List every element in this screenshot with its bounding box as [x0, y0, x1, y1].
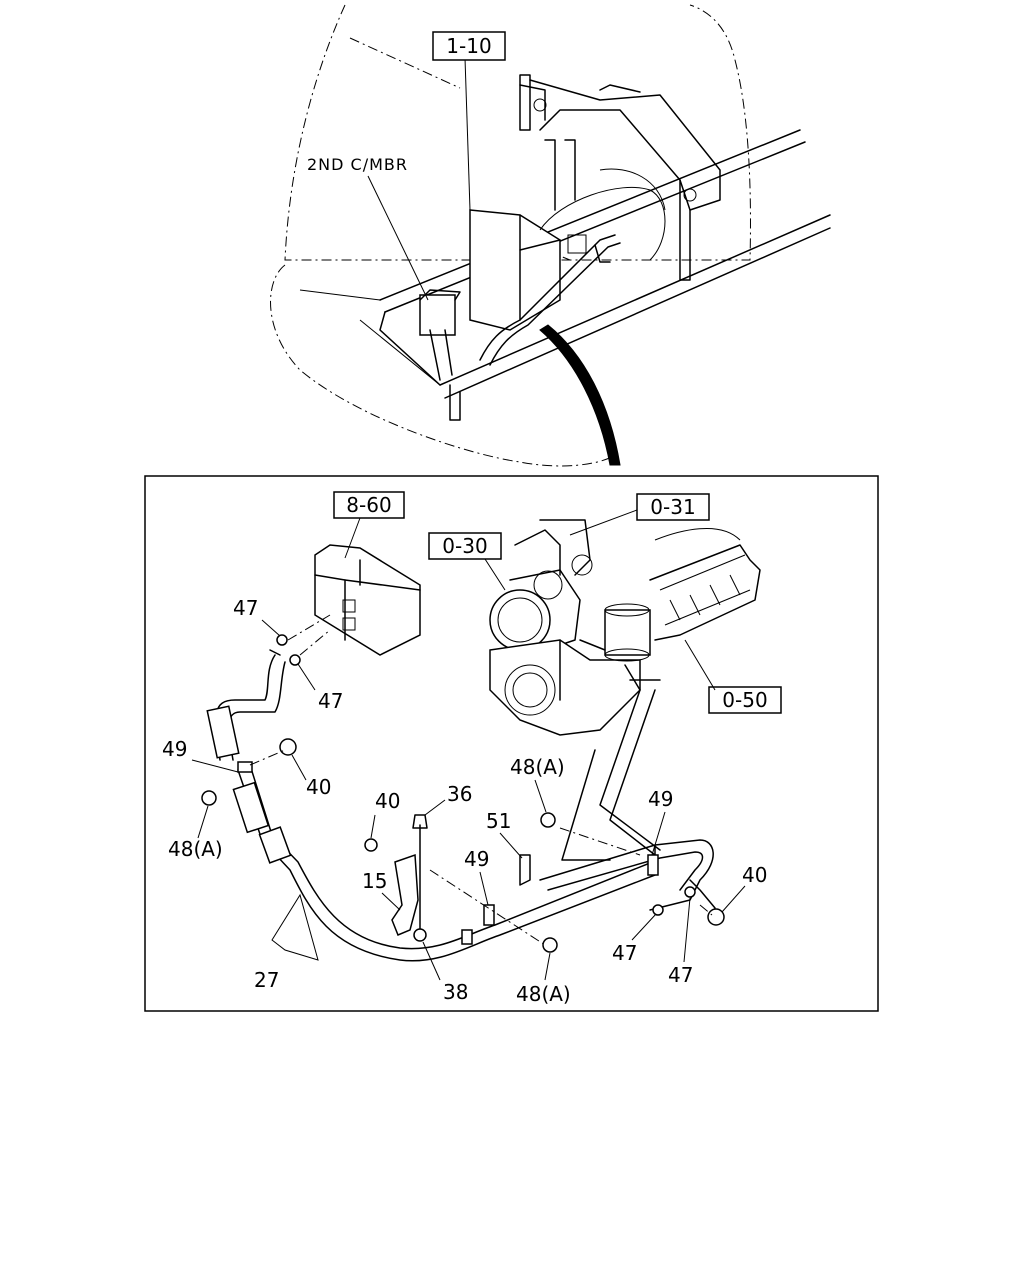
ref-box-1-10	[432, 31, 506, 61]
ref-label-2nd-cmbr: 2ND C/MBR	[307, 155, 408, 174]
part-label: 27	[254, 968, 279, 992]
part-label: 40	[375, 789, 400, 813]
cab-outline	[284, 4, 751, 261]
hose-joint	[237, 761, 253, 773]
ref-label-0-30: 0-30	[442, 534, 487, 558]
part-label: 48(A)	[516, 982, 571, 1006]
clip	[483, 904, 495, 926]
engine	[489, 519, 761, 736]
part-label: 47	[668, 963, 693, 987]
ref-label-1-10: 1-10	[446, 34, 491, 58]
part-label: 48(A)	[510, 755, 565, 779]
heater-unit	[314, 544, 421, 656]
leader	[484, 558, 506, 591]
ref-label-0-31: 0-31	[650, 495, 695, 519]
part-label: 15	[362, 869, 387, 893]
part-label: 47	[612, 941, 637, 965]
part-label: 49	[464, 847, 489, 871]
part-label: 47	[233, 596, 258, 620]
mounting-bracket	[364, 812, 641, 953]
clip	[461, 929, 473, 945]
ref-box-8-60	[333, 491, 405, 519]
part-label: 40	[306, 775, 331, 799]
nut-40	[707, 908, 725, 926]
leader	[464, 57, 471, 211]
ref-label-8-60: 8-60	[346, 493, 391, 517]
vehicle-overview: 1-10 2ND C/MBR	[270, 4, 831, 467]
part-label: 38	[443, 980, 468, 1004]
detail-pointer-arrow	[539, 324, 621, 466]
detail-frame	[144, 475, 879, 1012]
ref-box-0-50	[708, 686, 782, 714]
cab-line	[349, 37, 461, 89]
cross-member	[519, 74, 721, 281]
part-label: 48(A)	[168, 837, 223, 861]
overview-hoses	[429, 234, 621, 381]
nut-40	[279, 738, 297, 756]
heater-hoses	[206, 649, 716, 962]
part-label: 49	[648, 787, 673, 811]
detail-view: 8-60	[162, 491, 782, 1006]
ref-box-0-31	[636, 493, 710, 521]
leader	[367, 175, 429, 301]
ref-label-0-50: 0-50	[722, 688, 767, 712]
ref-box-0-30	[428, 532, 502, 560]
frame-rails	[299, 129, 831, 421]
part-label: 49	[162, 737, 187, 761]
part-label: 47	[318, 689, 343, 713]
clamp-47	[289, 654, 301, 666]
clip	[647, 854, 659, 876]
clamp-47	[652, 904, 664, 916]
bolt-48a	[201, 790, 217, 806]
part-label: 51	[486, 809, 511, 833]
leader	[344, 517, 361, 559]
leader	[684, 639, 716, 691]
cab-floor-outline	[270, 264, 616, 467]
leader	[569, 509, 638, 536]
clamp-47	[276, 634, 288, 646]
clamp-47	[684, 886, 696, 898]
compressor	[419, 289, 461, 336]
part-label: 40	[742, 863, 767, 887]
part-label: 36	[447, 782, 472, 806]
ac-unit	[469, 168, 666, 331]
